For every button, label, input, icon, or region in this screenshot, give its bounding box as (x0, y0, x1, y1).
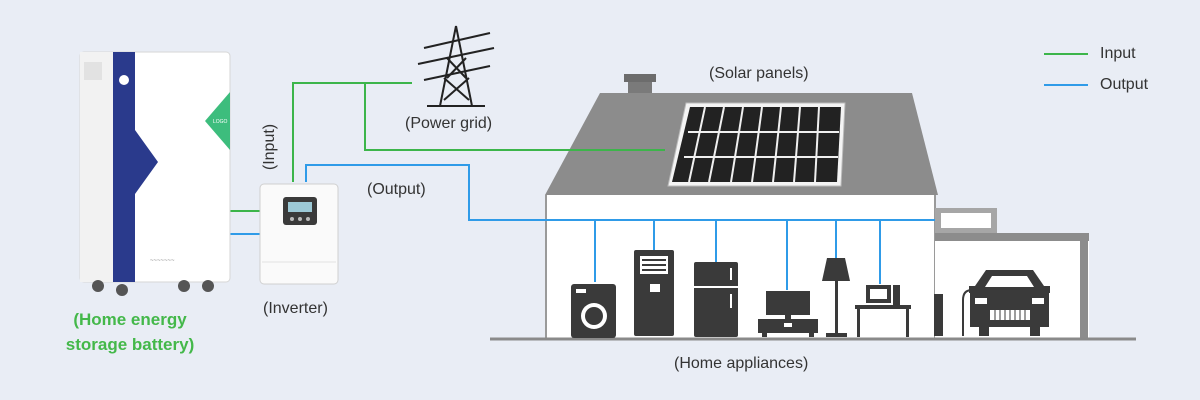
solar-panel (667, 102, 846, 187)
computer-desk-icon (855, 285, 911, 337)
car-icon (969, 270, 1050, 336)
legend-label-input: Input (1100, 45, 1136, 62)
refrigerator-icon (694, 262, 738, 337)
battery-label: (Home energy storage battery) (40, 307, 220, 357)
power-grid-label: (Power grid) (405, 115, 493, 132)
ev-charger-icon (934, 294, 943, 336)
washing-machine-icon (571, 284, 616, 338)
battery-wheels (92, 280, 214, 296)
output-label: (Output) (367, 181, 426, 198)
svg-text:~~~~~~~: ~~~~~~~ (150, 258, 175, 264)
input-label: (Input) (261, 123, 279, 171)
battery-label-line1: (Home energy (73, 310, 187, 329)
legend-item-input: Input (1044, 45, 1136, 63)
power-grid-tower-icon (417, 25, 495, 107)
output-wires (226, 164, 935, 290)
solar-panels-label: (Solar panels) (709, 65, 809, 82)
home-appliances (571, 250, 1050, 338)
input-wires (226, 82, 665, 212)
home-appliances-label: (Home appliances) (674, 355, 809, 372)
legend-swatch-input (1044, 53, 1088, 55)
inverter-device (259, 183, 339, 285)
legend-label-output: Output (1100, 76, 1149, 93)
svg-text:LOGO: LOGO (213, 119, 228, 125)
tall-cabinet-icon (634, 250, 674, 336)
television-icon (758, 291, 818, 337)
floor-lamp-icon (822, 258, 850, 337)
legend-swatch-output (1044, 84, 1088, 86)
inverter-label: (Inverter) (263, 300, 328, 317)
home-energy-storage-battery: LOGO ~~~~~~~ (79, 51, 231, 296)
legend-item-output: Output (1044, 76, 1148, 94)
battery-label-line2: storage battery) (65, 335, 195, 354)
